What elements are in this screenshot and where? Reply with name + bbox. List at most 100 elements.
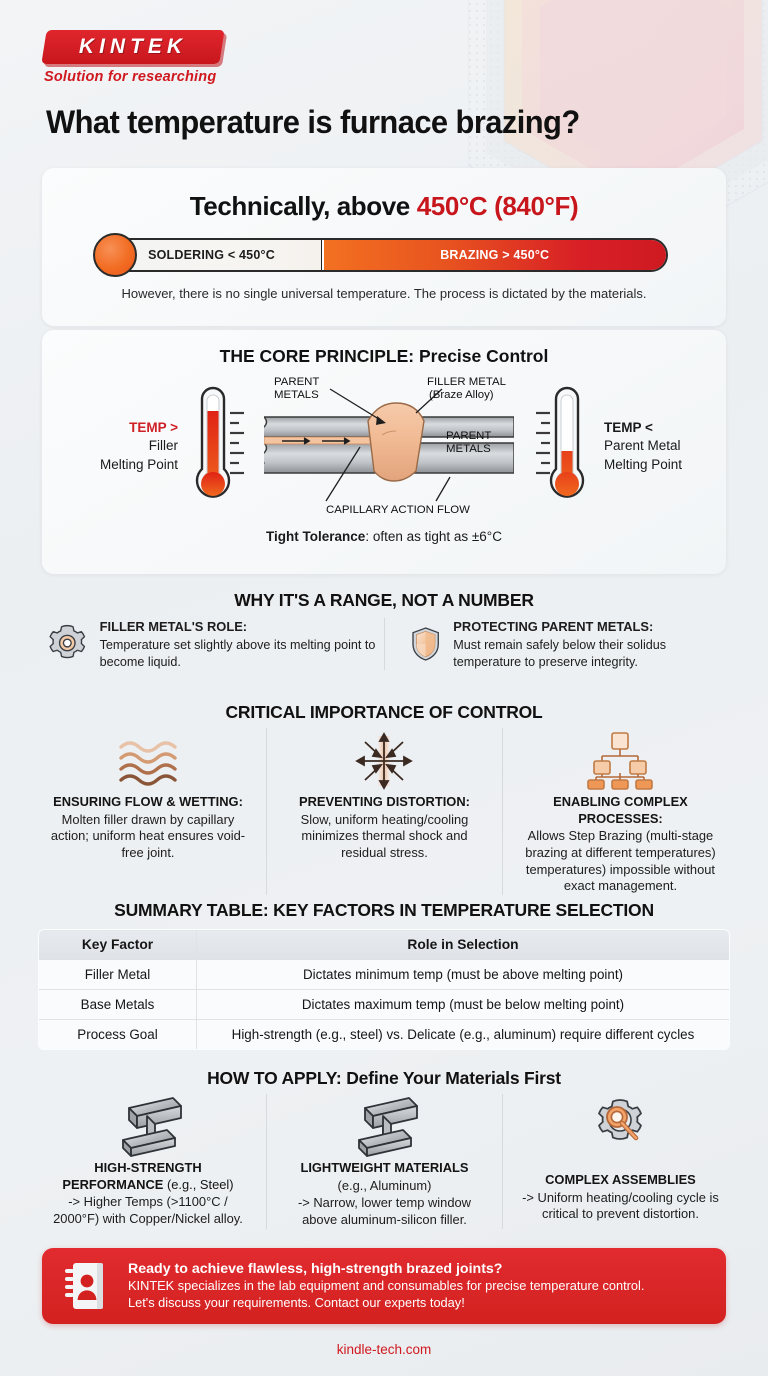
left-thermometer-label: TEMP > Filler Melting Point [64, 419, 178, 474]
svg-text:METALS: METALS [446, 443, 491, 455]
table-row: Base Metals Dictates maximum temp (must … [39, 989, 729, 1020]
apply-item-lightweight: LIGHTWEIGHT MATERIALS (e.g., Aluminum) -… [265, 1094, 502, 1229]
gear-icon [49, 624, 86, 659]
thermometer-bulb-icon [93, 233, 137, 277]
why-item-body: Temperature set slightly above its melti… [99, 638, 376, 669]
gear-magnifier-icon [598, 1099, 643, 1141]
critical-item-title: ENSURING FLOW & WETTING: [53, 794, 243, 809]
left-thermo-line3: Melting Point [99, 456, 178, 472]
apply-heading-strong: HOW TO APPLY: [207, 1068, 342, 1088]
svg-text:FILLER METAL: FILLER METAL [427, 376, 506, 388]
headline-highlight: 450°C (840°F) [416, 191, 579, 221]
left-thermo-line2: Filler [148, 438, 178, 454]
svg-text:PARENT: PARENT [274, 376, 319, 388]
table-header-row: Key Factor Role in Selection [39, 930, 729, 960]
critical-item-body: Allows Step Brazing (multi-stage brazing… [525, 828, 716, 894]
apply-title-bold: LIGHTWEIGHT MATERIALS [300, 1160, 469, 1175]
flow-waves-icon [119, 741, 177, 786]
table-col-key-factor: Key Factor [39, 930, 197, 960]
how-to-apply-row: HIGH-STRENGTH PERFORMANCE (e.g., Steel) … [30, 1094, 738, 1229]
svg-text:METALS: METALS [274, 389, 319, 401]
critical-importance-row: ENSURING FLOW & WETTING: Molten filler d… [30, 728, 738, 896]
critical-item-flow: ENSURING FLOW & WETTING: Molten filler d… [30, 728, 266, 895]
table-cell-role: High-strength (e.g., steel) vs. Delicate… [196, 1019, 729, 1049]
hierarchy-icon [587, 732, 654, 790]
headline-prefix: Technically, above [189, 191, 417, 221]
tolerance-text: : often as tight as ±6°C [365, 529, 502, 544]
cta-line2: Let's discuss your requirements. Contact… [128, 1294, 465, 1310]
shield-icon [412, 627, 439, 661]
critical-item-body: Molten filler drawn by capillary action;… [50, 811, 246, 861]
why-item-title: PROTECTING PARENT METALS: [453, 619, 654, 634]
critical-item-title: ENABLING COMPLEX PROCESSES: [553, 794, 688, 826]
apply-item-body: -> Uniform heating/cooling cycle is crit… [522, 1189, 719, 1222]
apply-heading-rest: Define Your Materials First [341, 1068, 561, 1088]
svg-text:(Braze Alloy): (Braze Alloy) [429, 389, 494, 401]
why-item-body: Must remain safely below their solidus t… [453, 638, 667, 669]
table-cell-factor: Process Goal [39, 1019, 197, 1049]
apply-icon-wrap [517, 1094, 724, 1160]
logo-badge: KINTEK [41, 30, 225, 64]
tight-tolerance-note: Tight Tolerance: often as tight as ±6°C [42, 529, 726, 544]
why-item-parent-metals: PROTECTING PARENT METALS: Must remain sa… [384, 618, 726, 671]
apply-item-body: -> Higher Temps (>1100°C / 2000°F) with … [53, 1194, 243, 1226]
why-range-heading: WHY IT'S A RANGE, NOT A NUMBER [234, 590, 534, 610]
cta-headline: Ready to achieve flawless, high-strength… [128, 1261, 503, 1278]
why-item-filler-metal: FILLER METAL'S ROLE: Temperature set sli… [42, 618, 384, 670]
critical-item-title: PREVENTING DISTORTION: [299, 794, 470, 809]
how-to-apply-heading: HOW TO APPLY: Define Your Materials Firs… [0, 1068, 768, 1089]
critical-icon-wrap [517, 728, 724, 794]
table-col-role: Role in Selection [196, 930, 729, 960]
apply-item-high-strength: HIGH-STRENGTH PERFORMANCE (e.g., Steel) … [30, 1094, 266, 1229]
bar-outline: SOLDERING < 450°C BRAZING > 450°C [100, 238, 668, 272]
apply-title-reg: (e.g., Steel) [163, 1176, 234, 1192]
core-principle-card: THE CORE PRINCIPLE: Precise Control TEMP… [42, 330, 726, 574]
apply-item-complex: COMPLEX ASSEMBLIES -> Uniform heating/co… [501, 1094, 738, 1229]
summary-table: Key Factor Role in Selection Filler Meta… [38, 929, 730, 1050]
core-title-rest: Precise Control [414, 346, 549, 366]
distortion-arrows-icon [355, 732, 414, 790]
footer-url[interactable]: kindle-tech.com [336, 1342, 432, 1357]
apply-icon-wrap [281, 1094, 488, 1160]
table-cell-factor: Base Metals [39, 989, 197, 1020]
apply-item-title: HIGH-STRENGTH PERFORMANCE (e.g., Steel) [44, 1160, 252, 1193]
table-cell-role: Dictates maximum temp (must be below mel… [196, 989, 729, 1020]
apply-item-body: -> Narrow, lower temp window above alumi… [297, 1195, 471, 1228]
temperature-threshold-card: Technically, above 450°C (840°F) SOLDERI… [42, 168, 726, 326]
page-title: What temperature is furnace brazing? [46, 104, 580, 140]
table-cell-factor: Filler Metal [39, 959, 197, 990]
right-thermo-line1: TEMP < [604, 420, 653, 435]
table-cell-role: Dictates minimum temp (must be above mel… [196, 959, 729, 990]
critical-item-distortion: PREVENTING DISTORTION: Slow, uniform hea… [265, 728, 502, 896]
apply-title-bold: COMPLEX ASSEMBLIES [545, 1172, 696, 1187]
table-row: Filler Metal Dictates minimum temp (must… [39, 959, 729, 990]
svg-text:CAPILLARY ACTION FLOW: CAPILLARY ACTION FLOW [326, 504, 470, 516]
apply-icon-wrap [44, 1094, 252, 1160]
left-thermometer-icon [195, 386, 244, 498]
right-thermometer-label: TEMP < Parent Metal Melting Point [604, 419, 724, 474]
critical-item-complex: ENABLING COMPLEX PROCESSES: Allows Step … [501, 728, 738, 896]
tolerance-label: Tight Tolerance [266, 529, 366, 544]
soldering-segment: SOLDERING < 450°C [102, 240, 322, 270]
i-beam-icon [122, 1097, 182, 1157]
logo-text: KINTEK [78, 35, 188, 58]
cta-line1: KINTEK specializes in the lab equipment … [128, 1278, 645, 1294]
universal-temperature-note: However, there is no single universal te… [121, 286, 647, 301]
svg-text:PARENT: PARENT [446, 430, 491, 442]
technically-headline: Technically, above 450°C (840°F) [42, 168, 726, 222]
why-item-title: FILLER METAL'S ROLE: [99, 619, 248, 634]
left-thermo-line1: TEMP > [129, 420, 178, 435]
right-thermo-line2: Parent Metal [604, 438, 681, 454]
contact-book-icon [65, 1263, 103, 1309]
summary-table-heading: SUMMARY TABLE: KEY FACTORS IN TEMPERATUR… [114, 900, 654, 920]
why-range-row: FILLER METAL'S ROLE: Temperature set sli… [42, 618, 726, 671]
brazed-joint-diagram: PARENT METALS FILLER METAL (Braze Alloy)… [264, 376, 514, 516]
core-principle-title: THE CORE PRINCIPLE: Precise Control [42, 330, 726, 367]
cta-banner[interactable]: Ready to achieve flawless, high-strength… [42, 1248, 726, 1324]
apply-item-subtitle: (e.g., Aluminum) [337, 1177, 432, 1193]
brazing-segment: BRAZING > 450°C [323, 240, 666, 270]
temperature-scale-bar: SOLDERING < 450°C BRAZING > 450°C [93, 233, 668, 277]
why-item-text: FILLER METAL'S ROLE: Temperature set sli… [100, 618, 378, 670]
brand-logo: KINTEK Solution for researching [41, 30, 244, 85]
apply-item-title: LIGHTWEIGHT MATERIALS [281, 1160, 488, 1177]
